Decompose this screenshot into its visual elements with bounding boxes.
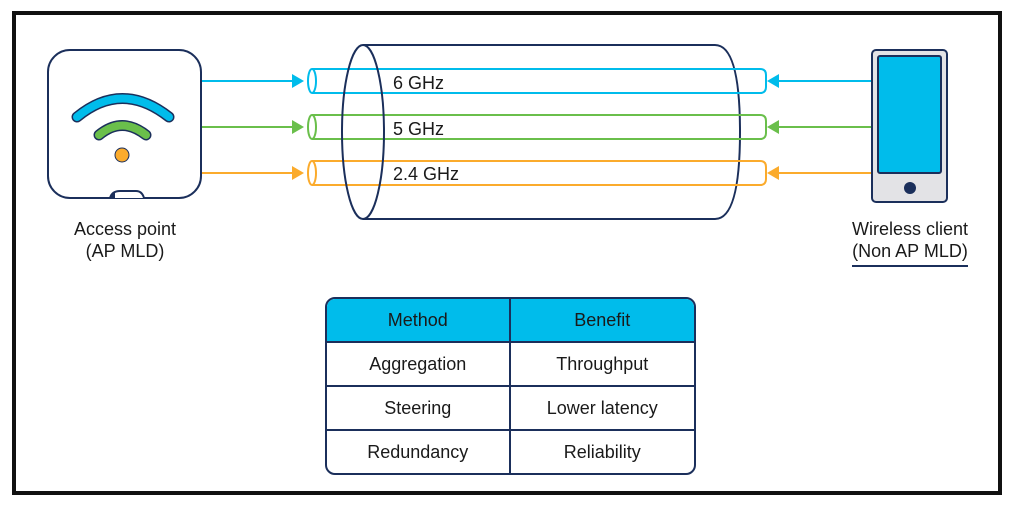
access-point-label-line2: (AP MLD) bbox=[85, 241, 165, 261]
access-point-icon bbox=[47, 49, 202, 199]
arrow-right-icon bbox=[292, 166, 304, 180]
arrow-left-icon bbox=[767, 120, 779, 134]
band-link-2-4-ghz bbox=[202, 160, 872, 186]
cell-benefit: Reliability bbox=[510, 429, 694, 473]
client-label-underline bbox=[852, 265, 968, 267]
band-pipe bbox=[312, 68, 767, 94]
access-point-label-line1: Access point bbox=[73, 219, 177, 239]
band-pipe-end bbox=[307, 160, 317, 186]
band-label-5ghz: 5 GHz bbox=[393, 119, 445, 139]
method-benefit-table: Method Benefit Aggregation Throughput St… bbox=[325, 297, 696, 475]
band-link-6-ghz bbox=[202, 68, 872, 94]
cell-method: Steering bbox=[327, 385, 511, 429]
cylinder-front-ellipse bbox=[341, 44, 385, 220]
mld-link-cylinder bbox=[363, 44, 742, 220]
band-pipe bbox=[312, 160, 767, 186]
cell-benefit: Throughput bbox=[556, 353, 649, 374]
table-row: Redundancy Reliability bbox=[327, 429, 694, 473]
arrow-right-icon bbox=[292, 120, 304, 134]
band-pipe-end bbox=[307, 68, 317, 94]
arrow-left-icon bbox=[767, 166, 779, 180]
access-point-label: Access point (AP MLD) bbox=[50, 218, 200, 262]
client-label-line1: Wireless client bbox=[851, 219, 969, 239]
arrow-left-icon bbox=[767, 74, 779, 88]
band-link-5-ghz bbox=[202, 114, 872, 140]
cell-method: Redundancy bbox=[327, 429, 511, 473]
cell-benefit: Lower latency bbox=[510, 385, 694, 429]
header-method: Method bbox=[327, 299, 511, 343]
client-label: Wireless client (Non AP MLD) bbox=[830, 218, 990, 262]
table-row: Steering Lower latency bbox=[327, 385, 694, 429]
table-row: Aggregation Throughput bbox=[327, 343, 694, 385]
band-pipe bbox=[312, 114, 767, 140]
smartphone-icon bbox=[871, 49, 948, 203]
band-label-6ghz: 6 GHz bbox=[393, 73, 445, 93]
cell-method: Aggregation bbox=[327, 343, 511, 385]
client-label-line2: (Non AP MLD) bbox=[852, 241, 968, 261]
band-label-2-4ghz: 2.4 GHz bbox=[393, 164, 460, 184]
band-pipe-end bbox=[307, 114, 317, 140]
table-header-row: Method Benefit bbox=[327, 299, 694, 343]
header-benefit: Benefit bbox=[510, 299, 694, 343]
arrow-right-icon bbox=[292, 74, 304, 88]
